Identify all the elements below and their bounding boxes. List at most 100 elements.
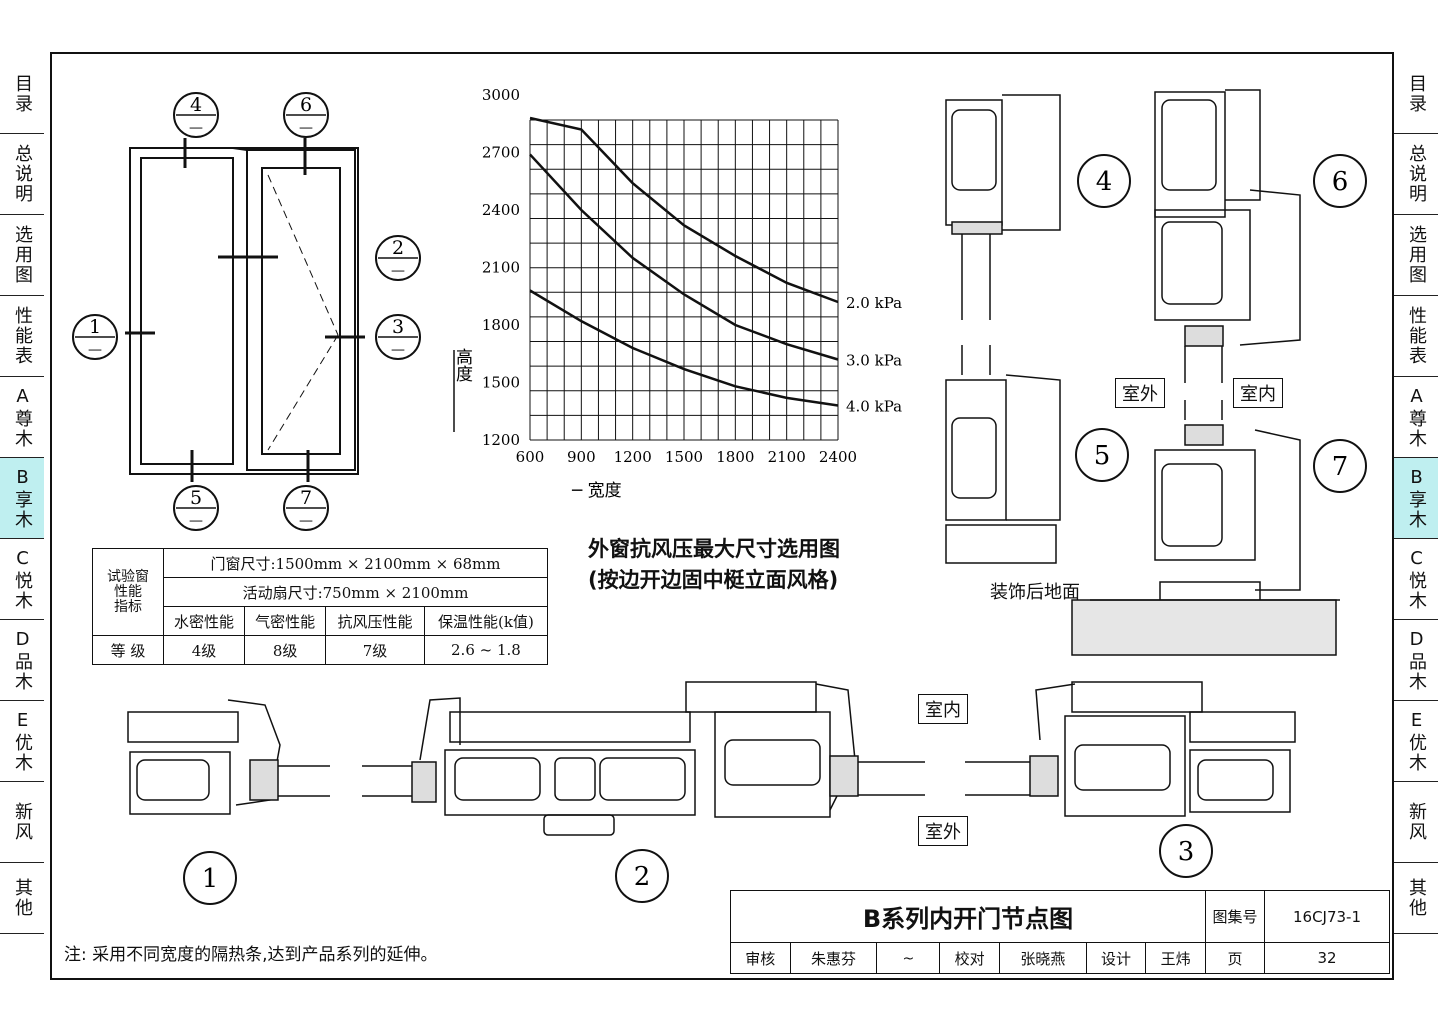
x-axis-label: ─ 宽度 [571,481,622,501]
design-label-cell: 设计 [1085,942,1147,974]
drawing-frame [50,52,1394,980]
atlas-label: 图集号 [1205,890,1265,943]
nav-tab-10[interactable]: 其他 [0,863,44,934]
nav-tab-7[interactable]: D品木 [1394,620,1438,701]
x-tick: 900 [567,448,596,466]
title-block: B系列内开门节点图 图集号 16CJ73-1 审核 朱惠芬 ~ 校对 张晓燕 设… [730,890,1390,974]
nav-tab-8[interactable]: E优木 [1394,701,1438,782]
value-wind: 7级 [325,635,425,665]
door-elevation [125,138,365,482]
x-tick: 1200 [614,448,652,466]
x-tick: 600 [516,448,545,466]
value-thermal: 2.6 ~ 1.8 [423,635,549,665]
header-wind: 抗风压性能 [325,606,425,636]
marker-num: 2 [392,237,404,259]
nav-tab-4[interactable]: A尊木 [1394,377,1438,458]
nav-tab-3[interactable]: 性能表 [1394,296,1438,377]
outdoor-label-vertical: 室外 [1115,378,1165,408]
nav-tab-9[interactable]: 新风 [0,782,44,863]
atlas-number: 16CJ73-1 [1264,890,1390,943]
note-text: 注: 采用不同宽度的隔热条,达到产品系列的延伸。 [64,945,438,965]
detail-num-5: 5 [1094,441,1111,471]
y-axis-label: 高度 [452,348,473,382]
nav-tab-5[interactable]: B享木 [0,458,44,539]
detail-circle-2 [615,849,669,903]
performance-table: 试验窗 性能 指标 门窗尺寸:1500mm × 2100mm × 68mm 活动… [92,548,549,665]
header-thermal: 保温性能(k值) [423,606,549,636]
series-line-2 [529,289,839,407]
marker-sub: — [88,342,102,358]
y-tick: 3000 [482,86,520,104]
series-label-2: 4.0 kPa [846,398,902,416]
marker-sub: — [299,120,313,136]
nav-tab-6[interactable]: C悦木 [1394,539,1438,620]
indoor-label-horizontal: 室内 [918,694,968,724]
nav-tab-2[interactable]: 选用图 [1394,215,1438,296]
floor-label: 装饰后地面 [990,582,1080,603]
marker-num: 3 [392,316,404,338]
nav-tab-10[interactable]: 其他 [1394,863,1438,934]
review-label: 审核 [730,942,791,974]
series-line-0 [529,116,839,304]
detail-circle-4 [1077,154,1131,208]
outdoor-label-horizontal: 室外 [918,816,968,846]
marker-sub: — [391,342,405,358]
detail-num-1: 1 [202,864,219,894]
reviewer-signature: ~ [876,942,941,974]
detail-circle-7 [1313,439,1367,493]
chart-subtitle: (按边开边固中梃立面风格) [588,568,839,592]
design-label: 设计 [1100,949,1131,968]
marker-num: 6 [300,94,312,116]
chart-title: 外窗抗风压最大尺寸选用图 [588,537,840,561]
x-tick: 1500 [665,448,703,466]
detail-circle-1 [183,851,237,905]
y-tick: 2700 [482,144,520,162]
nav-tab-8[interactable]: E优木 [0,701,44,782]
nav-tab-1[interactable]: 总说明 [0,134,44,215]
detail-circle-5 [1075,428,1129,482]
detail-num-6: 6 [1332,167,1349,197]
nav-tab-7[interactable]: D品木 [0,620,44,701]
detail-num-3: 3 [1178,837,1195,867]
nav-tab-5[interactable]: B享木 [1394,458,1438,539]
marker-sub: — [189,120,203,136]
detail-circle-6 [1313,154,1367,208]
y-tick: 2100 [482,259,520,277]
value-air: 8级 [244,635,327,665]
check-label: 校对 [939,942,1000,974]
series-label-0: 2.0 kPa [846,294,902,312]
marker-num: 7 [300,487,312,509]
sash-size: 活动扇尺寸:750mm × 2100mm [163,577,548,607]
detail-num-2: 2 [634,862,651,892]
nav-tab-4[interactable]: A尊木 [0,377,44,458]
marker-sub: — [189,513,203,529]
nav-tab-0[interactable]: 目录 [1394,55,1438,134]
designer-name: 王炜 [1145,942,1206,974]
x-tick: 1800 [716,448,754,466]
series-label-1: 3.0 kPa [846,352,902,370]
detail-num-4: 4 [1096,167,1113,197]
nav-tab-6[interactable]: C悦木 [0,539,44,620]
x-tick: 2400 [819,448,857,466]
nav-tab-0[interactable]: 目录 [0,55,44,134]
header-air: 气密性能 [244,606,327,636]
drawing-title: B系列内开门节点图 [730,890,1206,943]
value-water: 4级 [162,635,246,665]
y-tick: 1200 [482,431,520,449]
nav-tab-1[interactable]: 总说明 [1394,134,1438,215]
vertical-sections [945,89,1340,656]
nav-tab-9[interactable]: 新风 [1394,782,1438,863]
table-corner: 试验窗 性能 指标 [92,548,164,636]
indoor-label-vertical: 室内 [1233,378,1283,408]
marker-sub: — [391,263,405,279]
horizontal-sections [127,681,1296,836]
checker-name: 张晓燕 [998,942,1087,974]
y-tick: 1800 [482,316,520,334]
x-tick: 2100 [768,448,806,466]
detail-num-7: 7 [1332,452,1349,482]
nav-tab-2[interactable]: 选用图 [0,215,44,296]
nav-tab-3[interactable]: 性能表 [0,296,44,377]
